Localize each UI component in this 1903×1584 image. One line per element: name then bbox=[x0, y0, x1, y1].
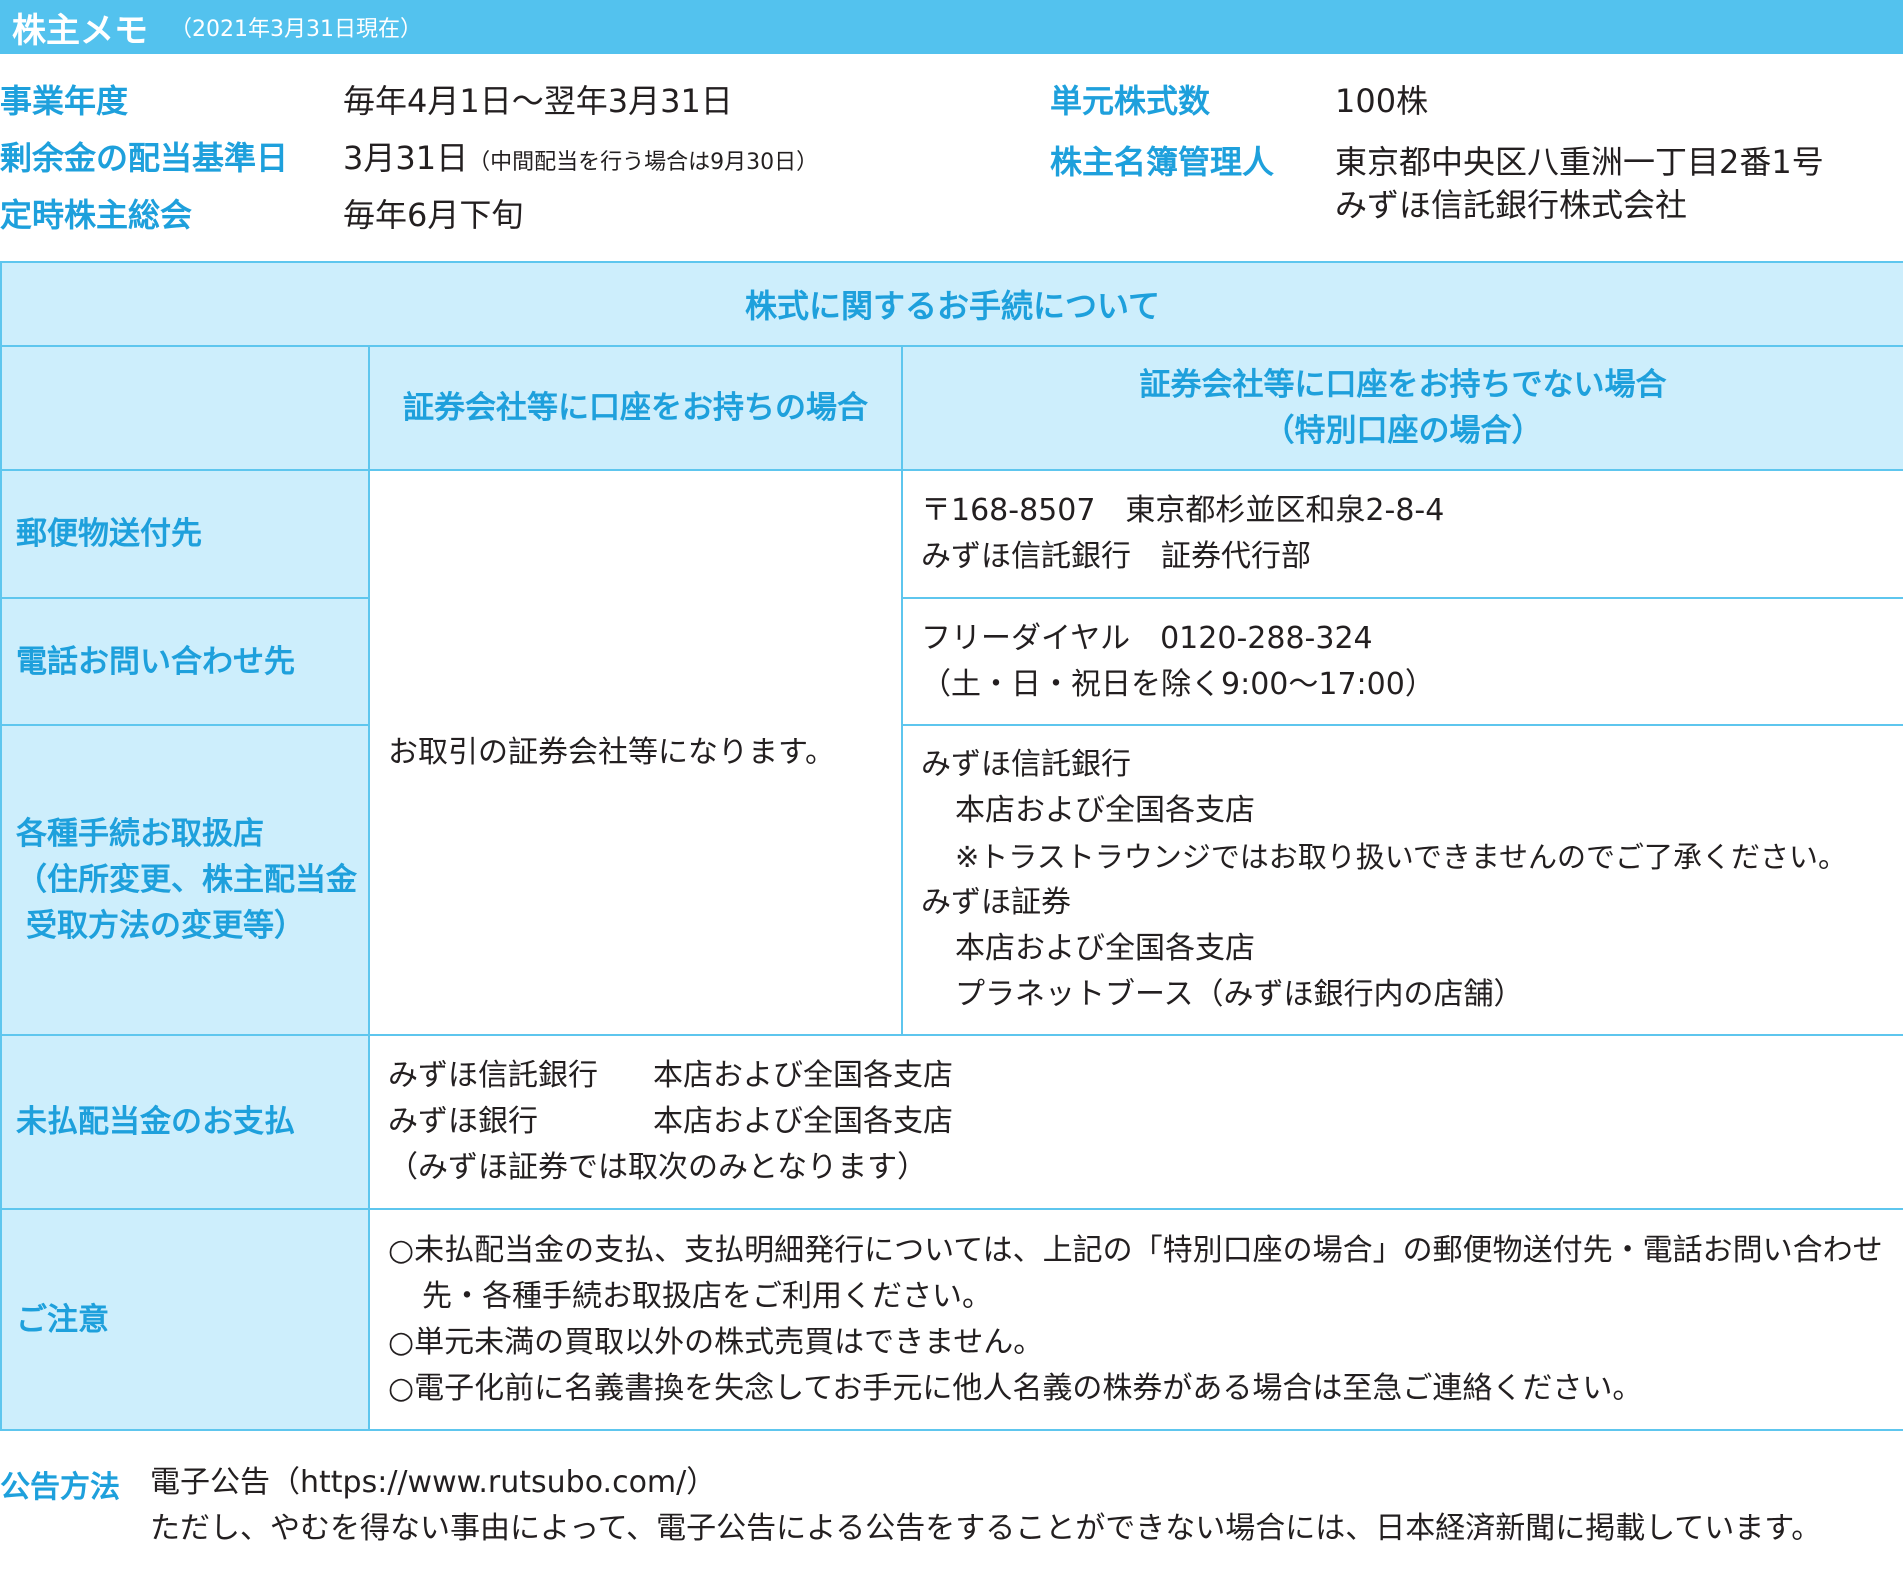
col-without-account-line2: （特別口座の場合） bbox=[1263, 413, 1543, 449]
table-caption-row: 株式に関するお手続について bbox=[0, 261, 1903, 347]
procedures-table: 株式に関するお手続について 証券会社等に口座をお持ちの場合 証券会社等に口座をお… bbox=[0, 261, 1903, 1431]
phone-hours: （土・日・祝日を除く9:00〜17:00） bbox=[921, 666, 1435, 702]
unpaid-line2-bank: みずほ銀行 bbox=[388, 1104, 538, 1139]
branches-label-line2: （住所変更、株主配当金 bbox=[16, 862, 357, 898]
dividend-date-note: （中間配当を行う場合は9月30日） bbox=[468, 150, 819, 175]
row-label-phone: 電話お問い合わせ先 bbox=[0, 597, 370, 726]
row-label-unpaid: 未払配当金のお支払 bbox=[0, 1034, 370, 1210]
dividend-date-main: 3月31日 bbox=[343, 139, 469, 177]
branches-line2: 本店および全国各支店 bbox=[955, 793, 1255, 828]
branches-cell: みずほ信託銀行 本店および全国各支店 ※トラストラウンジではお取り扱いできません… bbox=[901, 724, 1903, 1036]
as-of-date: （2021年3月31日現在） bbox=[170, 17, 422, 42]
branches-line1: みずほ信託銀行 bbox=[921, 747, 1131, 782]
public-notice-text: 電子公告（https://www.rutsubo.com/） ただし、やむを得な… bbox=[150, 1460, 1895, 1552]
registrar-label: 株主名簿管理人 bbox=[1050, 143, 1275, 181]
agm-value: 毎年6月下旬 bbox=[343, 196, 524, 234]
table-row: ご注意 ○未払配当金の支払、支払明細発行については、上記の「特別口座の場合」の郵… bbox=[0, 1208, 1903, 1431]
unpaid-line2: みずほ銀行 本店および全国各支店 bbox=[388, 1099, 1903, 1145]
title-bar: 株主メモ （2021年3月31日現在） bbox=[0, 0, 1903, 54]
registrar-address: 東京都中央区八重洲一丁目2番1号 bbox=[1335, 143, 1824, 181]
unpaid-line2-branch: 本店および全国各支店 bbox=[653, 1104, 953, 1139]
unpaid-line1-bank: みずほ信託銀行 bbox=[388, 1058, 598, 1093]
branches-label-line1: 各種手続お取扱店 bbox=[16, 816, 264, 852]
notes-line1: ○未払配当金の支払、支払明細発行については、上記の「特別口座の場合」の郵便物送付… bbox=[388, 1232, 1883, 1314]
table-row: 各種手続お取扱店 （住所変更、株主配当金 受取方法の変更等） みずほ信託銀行 本… bbox=[0, 724, 1903, 1036]
branches-label-line3: 受取方法の変更等） bbox=[26, 908, 305, 944]
col-with-account: 証券会社等に口座をお持ちの場合 bbox=[368, 345, 903, 471]
branches-line4: みずほ証券 bbox=[921, 885, 1071, 920]
col-without-account: 証券会社等に口座をお持ちでない場合 （特別口座の場合） bbox=[901, 345, 1903, 471]
agm-label: 定時株主総会 bbox=[0, 196, 193, 234]
table-row: 未払配当金のお支払 みずほ信託銀行本店および全国各支店 みずほ銀行本店および全国… bbox=[0, 1034, 1903, 1210]
public-notice-url: 電子公告（https://www.rutsubo.com/） bbox=[150, 1465, 717, 1500]
branches-line3: ※トラストラウンジではお取り扱いできませんのでご了承ください。 bbox=[955, 840, 1847, 874]
page-title: 株主メモ bbox=[12, 10, 148, 51]
notes-line3: ○電子化前に名義書換を失念してお手元に他人名義の株券がある場合は至急ご連絡くださ… bbox=[388, 1370, 1643, 1406]
col-without-account-line1: 証券会社等に口座をお持ちでない場合 bbox=[1139, 367, 1667, 403]
unit-shares-label: 単元株式数 bbox=[1050, 82, 1211, 120]
brokerage-shared-cell: お取引の証券会社等になります。 bbox=[368, 469, 903, 1036]
row-label-notes: ご注意 bbox=[0, 1208, 370, 1431]
table-corner bbox=[0, 345, 370, 471]
row-label-mail: 郵便物送付先 bbox=[0, 469, 370, 599]
branches-line6: プラネットブース（みずほ銀行内の店舗） bbox=[955, 977, 1524, 1012]
table-header-row: 証券会社等に口座をお持ちの場合 証券会社等に口座をお持ちでない場合 （特別口座の… bbox=[0, 345, 1903, 471]
dividend-date-value: 3月31日（中間配当を行う場合は9月30日） bbox=[343, 133, 818, 179]
unpaid-line1-branch: 本店および全国各支店 bbox=[653, 1058, 953, 1093]
registrar-name: みずほ信託銀行株式会社 bbox=[1335, 186, 1688, 224]
fiscal-year-value: 毎年4月1日〜翌年3月31日 bbox=[343, 82, 733, 120]
mail-address: 〒168-8507 東京都杉並区和泉2-8-4 bbox=[921, 493, 1445, 528]
mail-department: みずほ信託銀行 証券代行部 bbox=[921, 539, 1311, 574]
unit-shares-value: 100株 bbox=[1335, 82, 1429, 120]
row-label-branches: 各種手続お取扱店 （住所変更、株主配当金 受取方法の変更等） bbox=[0, 724, 370, 1036]
fiscal-year-label: 事業年度 bbox=[0, 82, 129, 120]
phone-number: フリーダイヤル 0120-288-324 bbox=[921, 620, 1373, 656]
unpaid-line1: みずほ信託銀行 本店および全国各支店 bbox=[388, 1053, 1903, 1099]
table-caption: 株式に関するお手続について bbox=[0, 261, 1903, 347]
phone-cell: フリーダイヤル 0120-288-324 （土・日・祝日を除く9:00〜17:0… bbox=[901, 597, 1903, 726]
unpaid-line3: （みずほ証券では取次のみとなります） bbox=[388, 1150, 928, 1185]
notes-line2: ○単元未満の買取以外の株式売買はできません。 bbox=[388, 1324, 1044, 1360]
dividend-date-label: 剰余金の配当基準日 bbox=[0, 139, 289, 177]
notes-cell: ○未払配当金の支払、支払明細発行については、上記の「特別口座の場合」の郵便物送付… bbox=[368, 1208, 1903, 1431]
public-notice-detail: ただし、やむを得ない事由によって、電子公告による公告をすることができない場合には… bbox=[150, 1511, 1822, 1546]
mail-cell: 〒168-8507 東京都杉並区和泉2-8-4 みずほ信託銀行 証券代行部 bbox=[901, 469, 1903, 599]
table-row: 郵便物送付先 お取引の証券会社等になります。 〒168-8507 東京都杉並区和… bbox=[0, 469, 1903, 1036]
unpaid-cell: みずほ信託銀行本店および全国各支店 みずほ銀行本店および全国各支店 （みずほ証券… bbox=[368, 1034, 1903, 1210]
public-notice-label: 公告方法 bbox=[0, 1470, 120, 1505]
table-row: 電話お問い合わせ先 フリーダイヤル 0120-288-324 （土・日・祝日を除… bbox=[0, 597, 1903, 726]
branches-line5: 本店および全国各支店 bbox=[955, 931, 1255, 966]
